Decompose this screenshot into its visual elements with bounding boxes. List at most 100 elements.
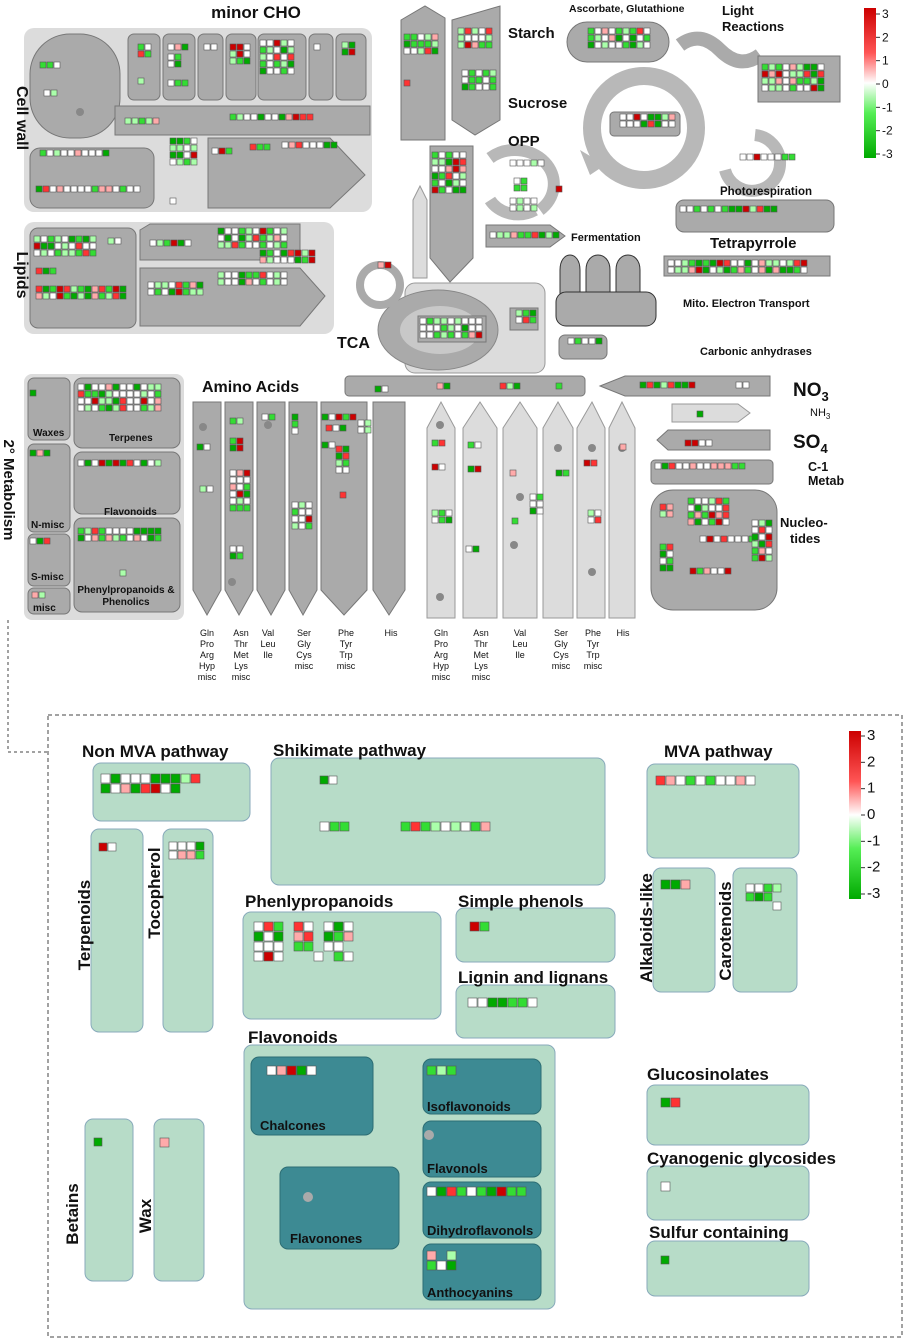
gene-square [291, 413, 299, 421]
gene-square [523, 197, 531, 205]
gene-square [440, 317, 448, 325]
gene-square [763, 205, 771, 213]
gene-square [229, 504, 237, 512]
gene-square [545, 231, 553, 239]
gene-square [626, 113, 634, 121]
gene-square [229, 497, 237, 505]
gene-square [133, 534, 141, 542]
gene-square [316, 141, 324, 149]
gene-cluster [119, 569, 127, 577]
gene-square [42, 185, 50, 193]
gene-square [126, 534, 134, 542]
gene-square [810, 77, 818, 85]
gene-square [529, 493, 537, 501]
label-flavonoids-ov: Flavonoids [104, 507, 157, 518]
gene-cluster [39, 61, 61, 69]
gene-square [647, 113, 655, 121]
label-fermentation: Fermentation [571, 232, 641, 244]
gene-square [84, 527, 92, 535]
gene-square [84, 285, 92, 293]
gene-square [168, 841, 178, 851]
gene-square [688, 259, 696, 267]
box-glucosinolates [646, 1084, 810, 1146]
gene-square [436, 1186, 447, 1197]
gene-square [243, 43, 251, 51]
gene-square [236, 483, 244, 491]
gene-square [259, 67, 267, 75]
gene-square [91, 292, 99, 300]
gene-square [751, 266, 759, 274]
gene-cluster [77, 383, 162, 412]
gene-square [328, 775, 338, 785]
gene-square [91, 459, 99, 467]
gene-square [169, 151, 177, 159]
gene-square [299, 113, 307, 121]
gene-square [147, 459, 155, 467]
gene-square [789, 63, 797, 71]
gene-square [659, 564, 667, 572]
gene-square [126, 383, 134, 391]
gene-square [693, 205, 701, 213]
gene-square [50, 89, 58, 97]
gene-cluster [699, 535, 756, 543]
label-anthocyanins: Anthocyanins [427, 1285, 513, 1300]
gene-square [454, 331, 462, 339]
gene-square [147, 527, 155, 535]
gene-square [774, 153, 782, 161]
aa-label: Gly [297, 639, 311, 649]
gene-square [536, 507, 544, 515]
label-phenyl-1: Phenylpropanoids & [77, 585, 174, 596]
gene-square [594, 516, 602, 524]
gene-square [273, 46, 281, 54]
gene-square [236, 490, 244, 498]
gene-square [33, 249, 41, 257]
gene-square [687, 497, 695, 505]
gene-square [154, 288, 162, 296]
gene-square [594, 34, 602, 42]
gene-square [446, 1260, 457, 1271]
gene-square [433, 324, 441, 332]
gene-square [91, 285, 99, 293]
gene-square [713, 535, 721, 543]
gene-square [661, 113, 669, 121]
gene-square [236, 113, 244, 121]
gene-cluster [167, 79, 189, 87]
box-tocopherol [162, 828, 214, 1033]
gene-cluster [29, 449, 51, 457]
gene-square [53, 61, 61, 69]
gene-square [174, 79, 182, 87]
aa-label: Tyr [340, 639, 353, 649]
gene-square [343, 931, 354, 942]
gene-square [169, 197, 177, 205]
gene-square [431, 47, 439, 55]
gene-square [666, 503, 674, 511]
label-c1-line2: Metab [808, 474, 844, 488]
gene-square [98, 390, 106, 398]
gene-square [431, 509, 439, 517]
gene-square [294, 249, 302, 257]
gene-square [476, 1186, 487, 1197]
gene-square [169, 158, 177, 166]
gene-square [168, 281, 176, 289]
gene-cluster [509, 197, 538, 212]
gene-square [333, 951, 344, 962]
gene-square [43, 89, 51, 97]
aa-label: Cys [296, 650, 312, 660]
gene-square [674, 259, 682, 267]
gene-square [758, 554, 766, 562]
gene-square [84, 185, 92, 193]
gene-square [489, 69, 497, 77]
gene-square [182, 288, 190, 296]
gene-square [137, 50, 145, 58]
gene-square [708, 518, 716, 526]
gene-square [727, 535, 735, 543]
legend-tick-label: -1 [882, 100, 893, 114]
gene-square [433, 331, 441, 339]
gene-square [555, 469, 563, 477]
gene-square [238, 278, 246, 286]
label-n-misc: N-misc [31, 520, 65, 531]
gene-square [659, 510, 667, 518]
gene-square [342, 413, 350, 421]
gene-square [608, 27, 616, 35]
label-lipids: Lipids [13, 251, 30, 298]
